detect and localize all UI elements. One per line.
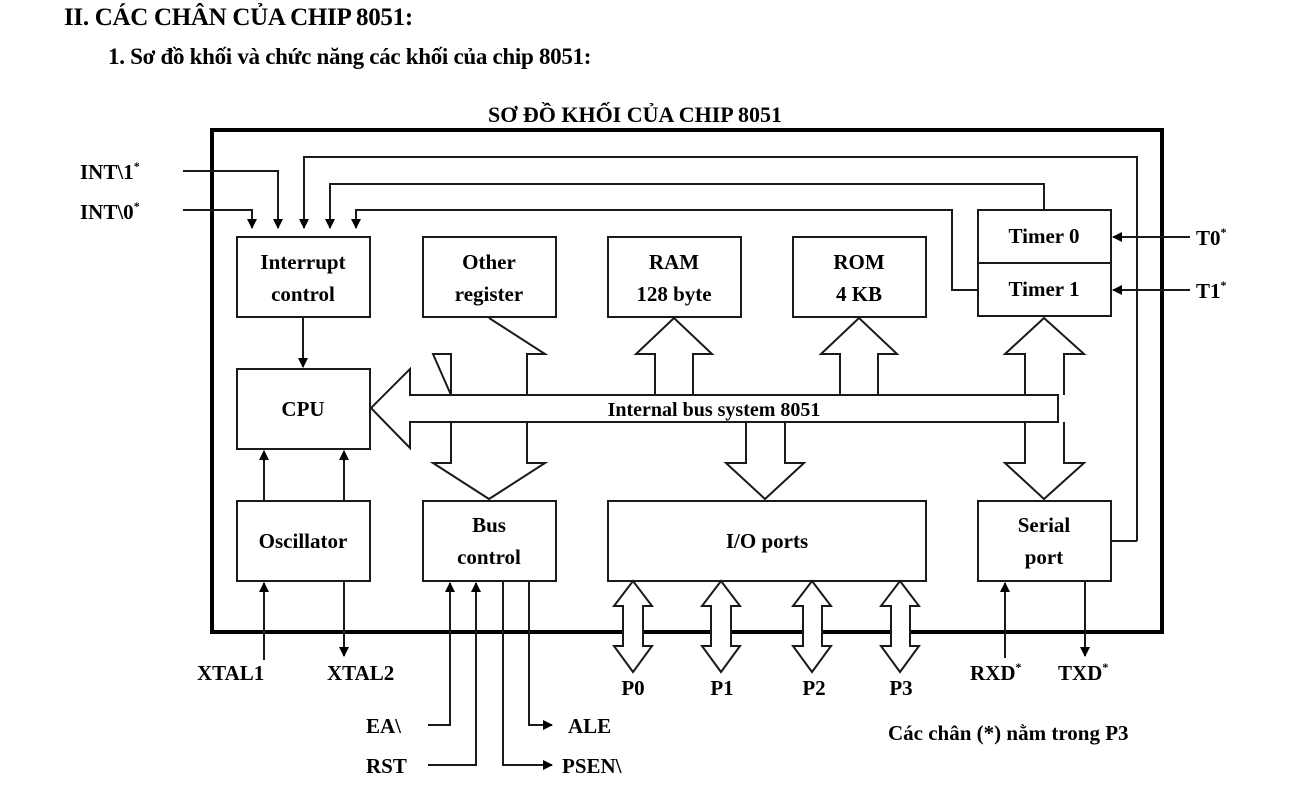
p2-arrow <box>790 579 834 674</box>
int1-line <box>183 170 283 229</box>
bus-control-label-2: control <box>457 545 521 569</box>
p3-arrow <box>878 579 922 674</box>
pin-p3: P3 <box>889 676 912 700</box>
port-arrows <box>611 579 922 674</box>
rom-label-2: 4 KB <box>836 282 882 306</box>
diagram-title: SƠ ĐỒ KHỐI CỦA CHIP 8051 <box>488 102 782 127</box>
serial-port-label-1: Serial <box>1018 513 1071 537</box>
section-heading: II. CÁC CHÂN CỦA CHIP 8051: <box>64 4 413 31</box>
pin-rst: RST <box>366 754 407 778</box>
pin-p1: P1 <box>710 676 733 700</box>
subsection-heading: 1. Sơ đồ khối và chức năng các khối của … <box>108 44 592 69</box>
oscillator-label: Oscillator <box>259 529 348 553</box>
pin-rxd: RXD* <box>970 660 1022 685</box>
pin-xtal2: XTAL2 <box>327 661 394 685</box>
other-register-bus-arrow-down <box>429 422 549 501</box>
pin-psen: PSEN\ <box>562 754 623 778</box>
timer0-label: Timer 0 <box>1009 224 1080 248</box>
p1-arrow <box>699 579 743 674</box>
rom-label-1: ROM <box>833 250 885 274</box>
bus-control-label-1: Bus <box>472 513 506 537</box>
other-register-block <box>422 236 557 318</box>
serial-interrupt-line <box>299 156 1138 541</box>
p3-pins-note: Các chân (*) nằm trong P3 <box>888 721 1129 745</box>
cpu-block <box>236 368 371 450</box>
timer1-interrupt-line <box>351 209 978 291</box>
pin-int0: INT\0* <box>80 199 140 224</box>
io-ports-label: I/O ports <box>726 529 808 553</box>
timer-bus-arrow <box>1002 316 1087 395</box>
oscillator-block <box>236 500 371 582</box>
chip-boundary <box>210 128 1164 634</box>
ram-label-2: 128 byte <box>636 282 711 306</box>
ram-block <box>607 236 742 318</box>
pin-t1: T1* <box>1196 278 1227 303</box>
pin-ea: EA\ <box>366 714 402 738</box>
p0-arrow <box>611 579 655 674</box>
interrupt-control-label-2: control <box>271 282 335 306</box>
pin-txd: TXD* <box>1058 660 1108 685</box>
other-register-label-1: Other <box>462 250 516 274</box>
timer1-block <box>977 262 1112 317</box>
interrupt-lines <box>183 156 1138 541</box>
serial-bus-arrow <box>1002 422 1087 501</box>
ea-line <box>428 582 455 726</box>
cpu-label: CPU <box>281 397 324 421</box>
ale-line <box>528 581 553 730</box>
internal-bus-arrow <box>369 366 1059 451</box>
internal-bus-label: Internal bus system 8051 <box>608 399 821 421</box>
int0-line <box>183 209 257 229</box>
rom-bus-arrow <box>818 316 900 395</box>
io-ports-block <box>607 500 927 582</box>
timer1-label: Timer 1 <box>1009 277 1080 301</box>
bus-control-block <box>422 500 557 582</box>
pin-t0: T0* <box>1196 225 1227 250</box>
rst-line <box>428 582 481 766</box>
pin-xtal1: XTAL1 <box>197 661 264 685</box>
io-bus-arrow <box>723 422 807 501</box>
other-register-label-2: register <box>455 282 523 306</box>
ram-label-1: RAM <box>649 250 699 274</box>
pin-ale: ALE <box>568 714 611 738</box>
ram-bus-arrow <box>633 316 715 395</box>
psen-line <box>502 581 553 770</box>
pin-int1: INT\1* <box>80 159 140 184</box>
rom-block <box>792 236 927 318</box>
pin-p0: P0 <box>621 676 644 700</box>
timer0-interrupt-line <box>325 183 1045 229</box>
timer0-block <box>977 209 1112 264</box>
serial-port-block <box>977 500 1112 582</box>
serial-port-label-2: port <box>1025 545 1064 569</box>
pin-p2: P2 <box>802 676 825 700</box>
other-register-bus-arrow <box>431 317 549 396</box>
interrupt-control-label-1: Interrupt <box>260 250 345 274</box>
